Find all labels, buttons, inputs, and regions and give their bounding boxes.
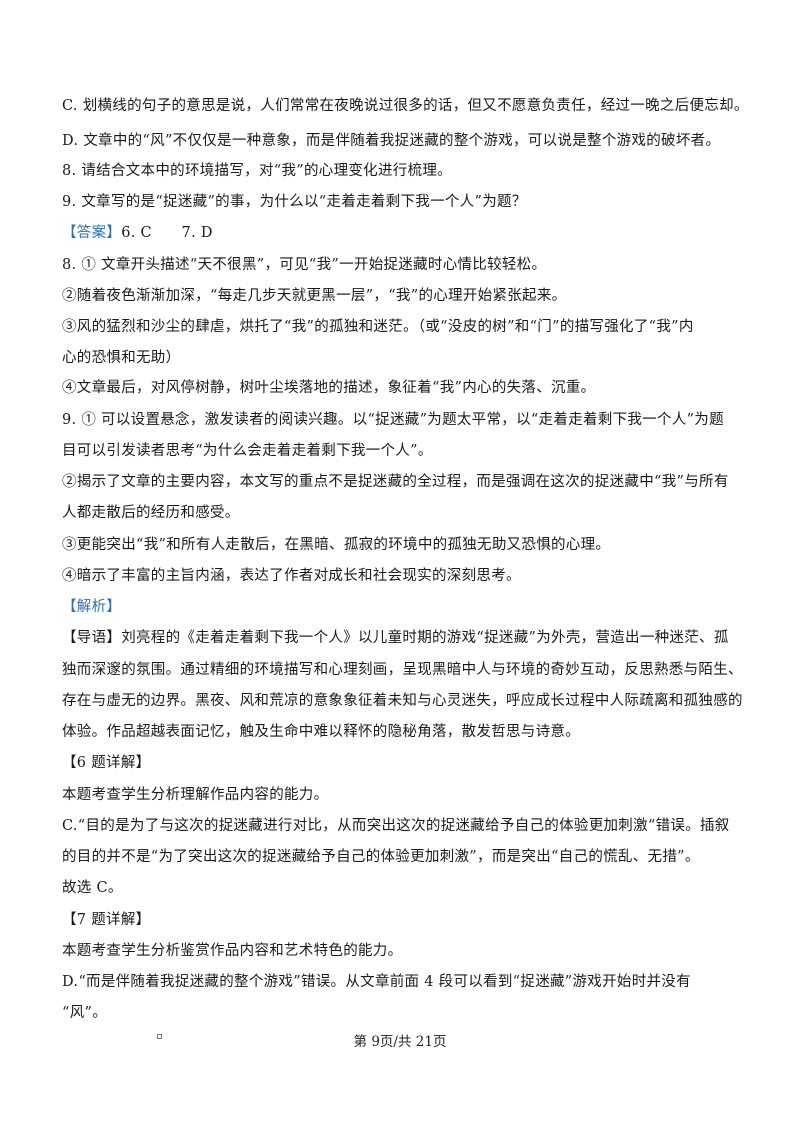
intro-line-4: 体验。作品超越表面记忆，触及生命中难以释怀的隐秘角落，散发哲思与诗意。 <box>62 724 580 740</box>
option-d-text: D. 文章中的“风”不仅仅是一种意象，而是伴随着我捉迷藏的整个游戏，可以说是整个… <box>62 133 721 149</box>
answer-9-point-1: 9. ① 可以设置悬念，激发读者的阅读兴趣。以“捉迷藏”为题太平常，以“走着走着… <box>62 412 724 428</box>
answer-8-point-3-cont: 心的恐惧和无助） <box>62 350 181 366</box>
q6-detail-line-3: 的目的并不是“为了突出这次的捉迷藏给予自己的体验更加刺激”，而是突出“自己的慌乱… <box>62 849 700 865</box>
answer-8-point-4: ④文章最后，对风停树静，树叶尘埃落地的描述，象征着“我”内心的失落、沉重。 <box>62 380 596 396</box>
q7-detail-line-1: 本题考查学生分析鉴赏作品内容和艺术特色的能力。 <box>62 943 403 959</box>
answer-8-point-2: ②随着夜色渐渐加深，“每走几步天就更黑一层”，“我”的心理开始紧张起来。 <box>62 288 567 304</box>
q6-detail-heading: 【6 题详解】 <box>62 755 151 771</box>
answer-9-point-4: ④暗示了丰富的主旨内涵，表达了作者对成长和社会现实的深刻思考。 <box>62 568 521 584</box>
q7-detail-heading: 【7 题详解】 <box>62 912 151 928</box>
intro-line-2: 独而深邃的氛围。通过精细的环境描写和心理刻画，呈现黑暗中人与环境的奇妙互动，反思… <box>62 662 743 678</box>
answer-tag: 【答案】 <box>62 225 122 241</box>
q6-detail-line-2: C.“目的是为了与这次的捉迷藏进行对比，从而突出这次的捉迷藏给予自己的体验更加刺… <box>62 818 730 834</box>
answer-9-point-2-cont: 人都走散后的经历和感受。 <box>62 505 240 521</box>
question-8: 8. 请结合文本中的环境描写，对“我”的心理变化进行梳理。 <box>62 163 452 179</box>
question-9: 9. 文章写的是“捉迷藏”的事，为什么以“走着走着剩下我一个人”为题？ <box>62 194 527 210</box>
answer-9-point-3: ③更能突出“我”和所有人走散后，在黑暗、孤寂的环境中的孤独无助又恐惧的心理。 <box>62 537 611 553</box>
q6-detail-line-1: 本题考查学生分析理解作品内容的能力。 <box>62 787 329 803</box>
answer-8-point-3: ③风的猛烈和沙尘的肆虐，烘托了“我”的孤独和迷茫。（或“没皮的树”和“门”的描写… <box>62 319 694 335</box>
analysis-tag: 【解析】 <box>62 599 122 615</box>
answer-line: 【答案】6. C 7. D <box>62 223 213 243</box>
answer-9-point-1-cont: 目可以引发读者思考“为什么会走着走着剩下我一个人”。 <box>62 443 433 459</box>
q6-detail-line-4: 故选 C。 <box>62 880 123 896</box>
intro-line-3: 存在与虚无的边界。黑夜、风和荒凉的意象象征着未知与心灵迷失，呼应成长过程中人际疏… <box>62 693 743 709</box>
q7-detail-line-3: “风”。 <box>62 1005 108 1021</box>
option-c-text: C. 划横线的句子的意思是说，人们常常在夜晚说过很多的话，但又不愿意负责任，经过… <box>62 98 749 114</box>
small-square-mark <box>157 1034 162 1039</box>
answer-8-point-1: 8. ① 文章开头描述“天不很黑”，可见“我”一开始捉迷藏时心情比较轻松。 <box>62 257 547 273</box>
q7-detail-line-2: D.“而是伴随着我捉迷藏的整个游戏”错误。从文章前面 4 段可以看到“捉迷藏”游… <box>62 974 691 990</box>
intro-line-1: 【导语】刘亮程的《走着走着剩下我一个人》以儿童时期的游戏“捉迷藏”为外壳，营造出… <box>62 630 729 646</box>
answer-values: 6. C 7. D <box>121 225 213 241</box>
page-footer: 第 9页/共 21页 <box>353 1034 447 1050</box>
answer-9-point-2: ②揭示了文章的主要内容，本文写的重点不是捉迷藏的全过程，而是强调在这次的捉迷藏中… <box>62 474 729 490</box>
